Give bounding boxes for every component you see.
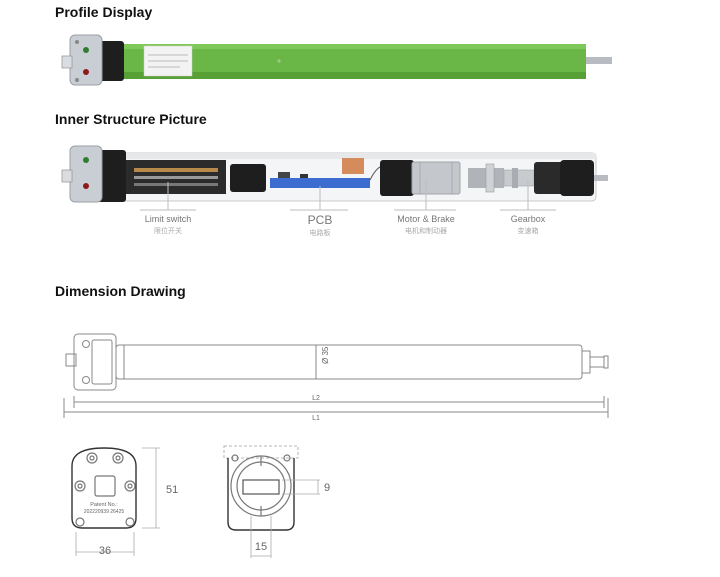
patent-number: 202220939 26425: [84, 509, 125, 515]
red-led-icon: [83, 69, 89, 75]
green-tube: [120, 44, 586, 79]
brake-unit: [380, 160, 414, 196]
label-limit-switch-cn: 限位开关: [154, 226, 182, 235]
section-title-profile: Profile Display: [55, 4, 153, 20]
dimension-l2: L2: [312, 395, 320, 402]
pcb-board: [270, 178, 370, 188]
pcb-capacitor: [342, 158, 364, 174]
head-end-view: [71, 447, 137, 529]
profile-motor-figure: [61, 34, 612, 86]
dimension-end-views: Patent No.: 202220939 26425 51 36 9 15: [71, 445, 330, 558]
green-led-icon: [83, 47, 89, 53]
dimension-height: 51: [166, 484, 178, 496]
label-limit-switch: Limit switch: [145, 214, 192, 224]
diameter-label: Ø 35: [321, 346, 330, 364]
motor-head-collar: [96, 41, 124, 81]
inner-motor-head: [69, 145, 103, 203]
motor-head: [69, 34, 103, 86]
tube-end-view: [227, 458, 295, 531]
label-gearbox-cn: 变速箱: [518, 226, 539, 235]
label-motor-brake: Motor & Brake: [397, 214, 455, 224]
dimension-l1: L1: [312, 415, 320, 422]
label-gearbox: Gearbox: [511, 214, 546, 224]
motor-unit: [411, 161, 461, 195]
section-title-inner-structure: Inner Structure Picture: [55, 111, 207, 127]
label-pcb: PCB: [308, 213, 333, 227]
motor-shaft: [584, 57, 612, 64]
patent-label: Patent No.:: [90, 502, 118, 508]
inner-structure-figure: Limit switch 限位开关 PCB 电路板 Motor & Brake …: [61, 145, 608, 237]
dimension-slot: 9: [324, 482, 330, 494]
label-motor-brake-cn: 电机和制动器: [405, 226, 447, 235]
section-title-dimension: Dimension Drawing: [55, 283, 186, 299]
dimension-shaft: 15: [255, 541, 267, 553]
dimension-width: 36: [99, 545, 111, 557]
dimension-side-view: Ø 35 L2 L1: [63, 333, 609, 422]
label-pcb-cn: 电路板: [310, 228, 331, 237]
gearbox-unit: [503, 169, 535, 187]
